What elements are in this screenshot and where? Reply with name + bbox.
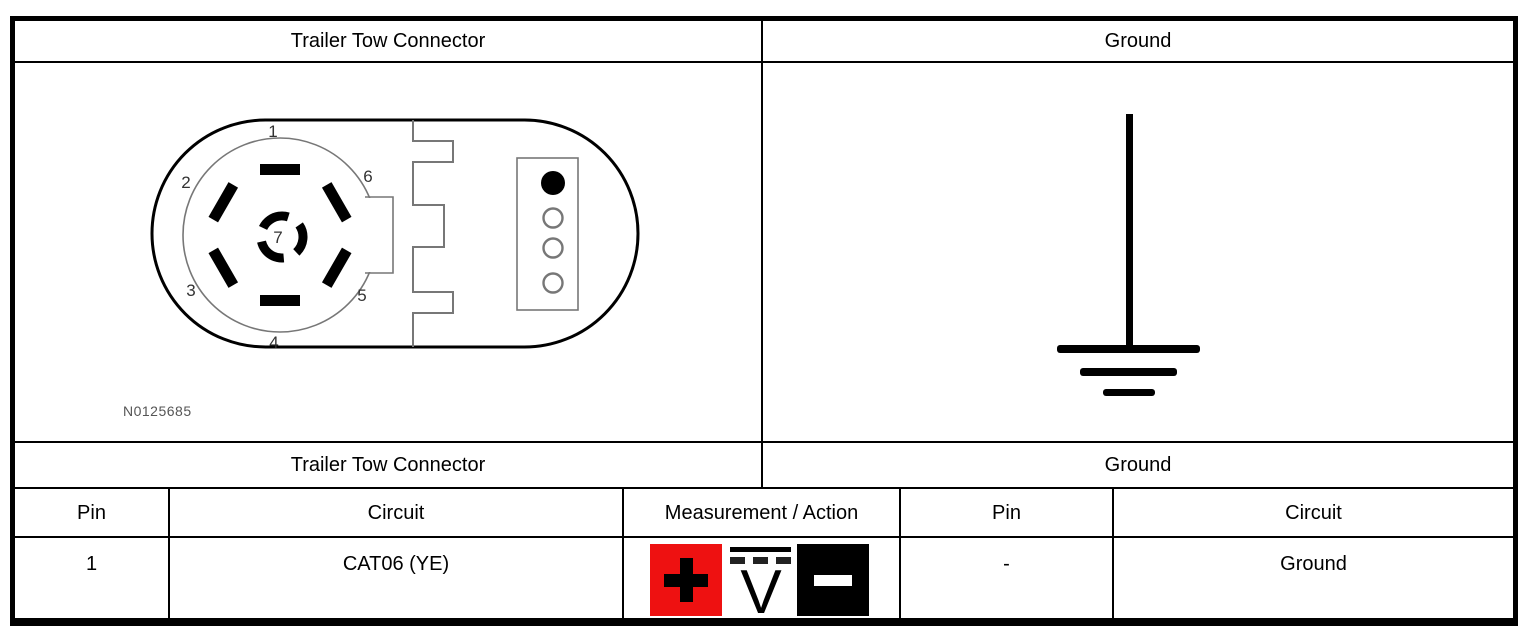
pin-label-7: 7 — [273, 228, 282, 247]
dc-dashed-line — [730, 557, 791, 564]
table-divider — [15, 441, 1513, 443]
pin-slot-2 — [208, 182, 239, 223]
flat-pin-hole-filled — [541, 171, 565, 195]
flat-pin-hole — [542, 272, 564, 294]
dash — [730, 557, 745, 564]
left-pin-value: 1 — [85, 553, 98, 575]
pin-number-labels: 1 2 3 4 5 6 7 — [181, 122, 372, 352]
table-divider — [622, 487, 624, 618]
minus-icon — [814, 574, 852, 586]
pin-slot-4 — [260, 295, 300, 306]
keyway-mask — [362, 198, 392, 272]
voltage-letter-text: V — [740, 558, 782, 616]
table-divider — [168, 487, 170, 618]
flat-pin-hole — [542, 237, 564, 259]
ground-symbol — [1057, 114, 1200, 396]
pin-slots — [208, 164, 352, 306]
dash — [776, 557, 791, 564]
pin-label-3: 3 — [186, 281, 195, 300]
dash — [753, 557, 768, 564]
dc-voltage-icon: V — [728, 544, 794, 616]
pin-label-5: 5 — [357, 286, 366, 305]
column-header-measurement-action: Measurement / Action — [664, 501, 859, 524]
pin-slot-5 — [321, 247, 352, 288]
column-header-left-circuit: Circuit — [367, 501, 425, 524]
left-section-header: Trailer Tow Connector — [290, 454, 486, 476]
pin-label-1: 1 — [268, 122, 277, 141]
right-pin-value: - — [1003, 553, 1010, 575]
connector-test-table: Trailer Tow Connector Ground — [10, 16, 1518, 626]
right-section-header: Ground — [1104, 454, 1172, 476]
table-divider — [15, 536, 1513, 538]
ground-bar-short — [1103, 389, 1155, 396]
column-header-right-pin: Pin — [992, 501, 1021, 524]
pin-label-6: 6 — [363, 167, 372, 186]
pin-label-2: 2 — [181, 173, 190, 192]
pin-slot-1 — [260, 164, 300, 175]
ground-glyph — [1057, 114, 1200, 396]
table-divider — [15, 487, 1513, 489]
table-divider — [15, 61, 1513, 63]
table-center-divider — [761, 21, 763, 488]
trailer-tow-connector-diagram: 1 2 3 4 5 6 7 — [150, 118, 640, 352]
connector-housing-outline — [150, 118, 640, 349]
column-header-right-circuit: Circuit — [1285, 501, 1342, 524]
ground-bar-long — [1057, 345, 1200, 353]
dc-solid-line — [730, 547, 791, 552]
pin-slot-6 — [321, 182, 352, 223]
left-panel-title: Trailer Tow Connector — [290, 30, 486, 52]
ground-bar-medium — [1080, 368, 1177, 376]
column-header-left-pin: Pin — [77, 501, 106, 524]
left-circuit-value: CAT06 (YE) — [342, 553, 450, 575]
ground-stem — [1126, 114, 1133, 349]
table-divider — [899, 487, 901, 618]
connector-key-divider — [412, 120, 454, 347]
measurement-action-icons: V — [650, 544, 869, 616]
negative-probe-icon — [797, 544, 869, 616]
pin-label-4: 4 — [269, 333, 278, 352]
diagram-reference-code: N0125685 — [123, 403, 192, 419]
voltage-letter: V — [740, 558, 782, 616]
pin-slot-3 — [208, 247, 239, 288]
keyway-notch — [365, 196, 394, 274]
positive-probe-icon — [650, 544, 722, 616]
right-circuit-value: Ground — [1280, 553, 1347, 575]
right-panel-title: Ground — [1104, 30, 1172, 52]
table-divider — [1112, 487, 1114, 618]
flat-pin-hole — [542, 207, 564, 229]
plus-icon — [679, 558, 693, 602]
